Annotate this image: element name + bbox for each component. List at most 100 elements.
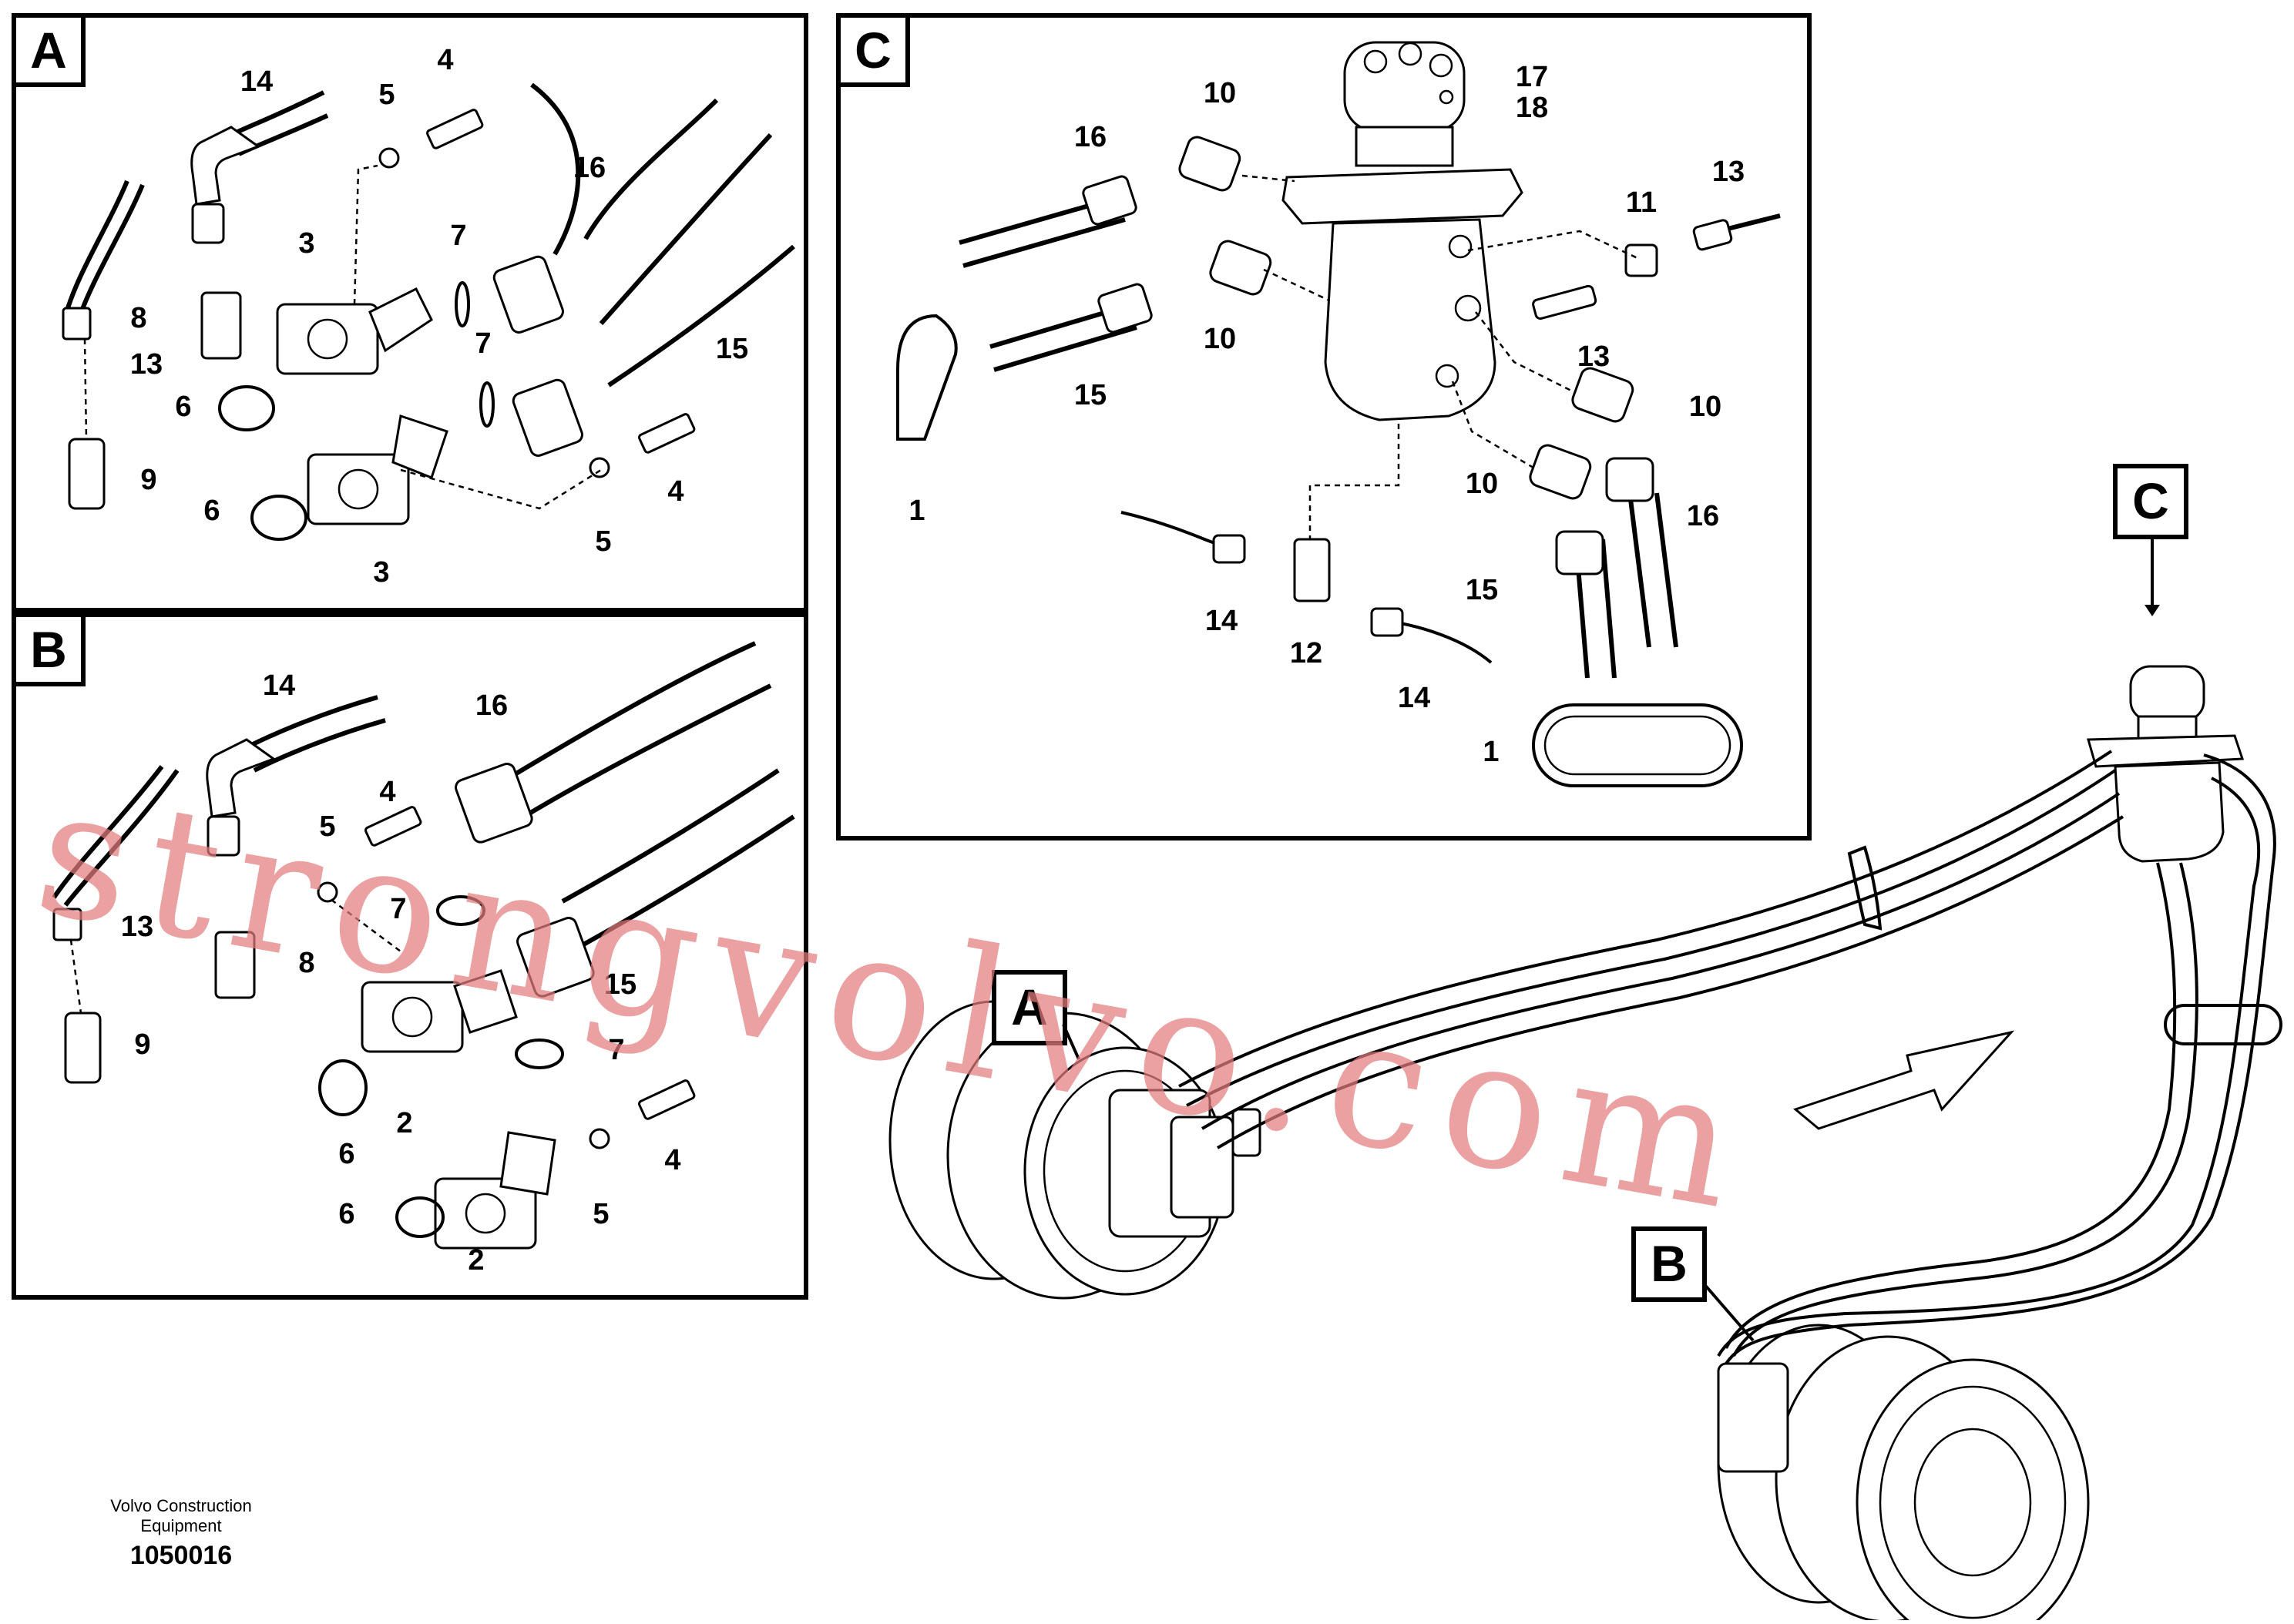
hose-16-c-fitting [1605, 457, 1654, 502]
callout-a-15: 15 [716, 333, 748, 365]
callout-c-13-mid: 13 [1577, 341, 1610, 373]
washer-5-a-top [378, 147, 400, 169]
callout-a-6-bottom: 6 [203, 495, 220, 527]
callouts-a: 14 4 5 16 3 7 8 13 7 15 6 4 9 6 5 3 [130, 44, 748, 589]
callout-a-5-top: 5 [378, 79, 395, 111]
bundle-clamp-1 [1847, 845, 1883, 931]
callout-c-13-top: 13 [1712, 156, 1745, 188]
main-label-c-box [2113, 464, 2188, 539]
hose-15-c-fitting [1555, 530, 1604, 575]
bolt-4-a-bottom [638, 413, 696, 454]
hose-14-c-right [1370, 607, 1404, 637]
footer-company-line2: Equipment [140, 1516, 221, 1535]
flange-3-a-top [276, 303, 379, 375]
bundle-clamp-2 [2164, 1004, 2282, 1045]
hose-14-c-left [1212, 534, 1246, 564]
main-assembly: A C B [888, 464, 2282, 1624]
callout-c-1-bottom: 1 [1483, 736, 1499, 768]
elbow-10-c-3 [1571, 367, 1634, 423]
adapter-8-a [200, 291, 242, 360]
tee-12-c [1293, 538, 1331, 602]
hose-15-c-end [1097, 283, 1153, 334]
swivel-joint [1281, 41, 1523, 421]
callout-b-8: 8 [298, 947, 314, 979]
fitting-13-b [52, 908, 82, 941]
callout-b-6-top: 6 [338, 1138, 354, 1170]
swivel-joint-main [2087, 665, 2245, 863]
main-label-c: C [2132, 472, 2169, 529]
oring-6-b-bottom [395, 1196, 445, 1238]
callout-c-15-bottom: 15 [1466, 574, 1498, 606]
panel-c-letter: C [855, 22, 892, 79]
sensor-9-b [64, 1012, 102, 1084]
bolt-4-b-bottom [638, 1079, 696, 1120]
callout-c-10-3: 10 [1689, 391, 1721, 423]
travel-motor-a [888, 1000, 1261, 1300]
main-label-a: A [1011, 978, 1048, 1035]
callout-c-10-2: 10 [1204, 323, 1236, 355]
callout-b-9: 9 [134, 1028, 150, 1061]
panel-a: A [12, 13, 808, 612]
panel-c: C [836, 13, 1812, 841]
nut-14-b [207, 815, 240, 857]
callout-c-15-top: 15 [1074, 379, 1107, 411]
hose-16-c-end [1082, 175, 1137, 226]
callout-b-6-bottom: 6 [338, 1198, 354, 1230]
callout-c-18: 18 [1516, 92, 1548, 124]
hose-14-a [230, 90, 325, 137]
callout-a-3-bottom: 3 [373, 556, 389, 589]
flange-3-a-bottom [307, 453, 410, 525]
main-label-b-box [1631, 1226, 1707, 1302]
panel-a-letter-box [12, 13, 86, 87]
elbow-fitting-b [206, 738, 277, 818]
panel-b-frame [12, 612, 808, 1300]
callout-b-7-top: 7 [390, 893, 406, 925]
callout-c-12: 12 [1290, 637, 1322, 669]
callout-b-7-bottom: 7 [608, 1034, 624, 1066]
callout-b-14: 14 [263, 669, 295, 702]
callout-b-4-top: 4 [379, 776, 395, 808]
panel-b: B 14 16 4 5 [12, 612, 808, 1300]
callout-a-4-bottom: 4 [667, 475, 683, 508]
oring-7-a-top [455, 281, 470, 327]
nut-14-a [191, 203, 225, 244]
panel-b-letter: B [30, 621, 67, 678]
main-label-c-arrowhead [2145, 605, 2160, 616]
callout-a-3-top: 3 [298, 227, 314, 260]
washer-5-b-top [317, 881, 338, 903]
washer-5-a-bottom [589, 457, 610, 478]
oring-7-b-bottom [515, 1038, 564, 1069]
oring-7-a-bottom [479, 381, 495, 428]
callout-c-11: 11 [1626, 186, 1657, 219]
callout-b-2-bottom: 2 [468, 1244, 484, 1277]
callout-a-6-top: 6 [175, 391, 191, 423]
bolt-4-b-top [364, 806, 422, 847]
callout-a-9: 9 [140, 464, 156, 496]
direction-arrow [1792, 1030, 2015, 1130]
travel-motor-b [1717, 1324, 2090, 1624]
hose-16-fitting-b [455, 763, 533, 844]
callout-b-4-bottom: 4 [664, 1144, 680, 1176]
callout-b-16: 16 [475, 690, 508, 722]
callout-a-8: 8 [130, 302, 146, 334]
hose-13-c-end [1692, 219, 1733, 251]
panel-a-letter: A [30, 22, 67, 79]
callout-a-14: 14 [240, 65, 273, 98]
callout-c-14-right: 14 [1398, 682, 1430, 714]
hose-bundle [1178, 750, 2282, 1365]
panel-c-letter-box [836, 13, 910, 87]
callout-a-13: 13 [130, 348, 163, 381]
fitting-13-a [62, 307, 92, 341]
callout-b-2-top: 2 [396, 1107, 412, 1139]
hose-16-fitting-a [492, 255, 564, 334]
panel-b-letter-box [12, 612, 86, 686]
hose-15-fitting-b [516, 917, 595, 998]
footer-company-line1: Volvo Construction [110, 1496, 251, 1515]
callout-a-16: 16 [573, 152, 606, 184]
footer-drawing-number: 1050016 [130, 1541, 232, 1570]
callout-c-1-top: 1 [909, 495, 925, 527]
main-label-b: B [1651, 1235, 1688, 1292]
callout-a-7-top: 7 [450, 220, 466, 252]
adapter-8-b [214, 931, 256, 999]
